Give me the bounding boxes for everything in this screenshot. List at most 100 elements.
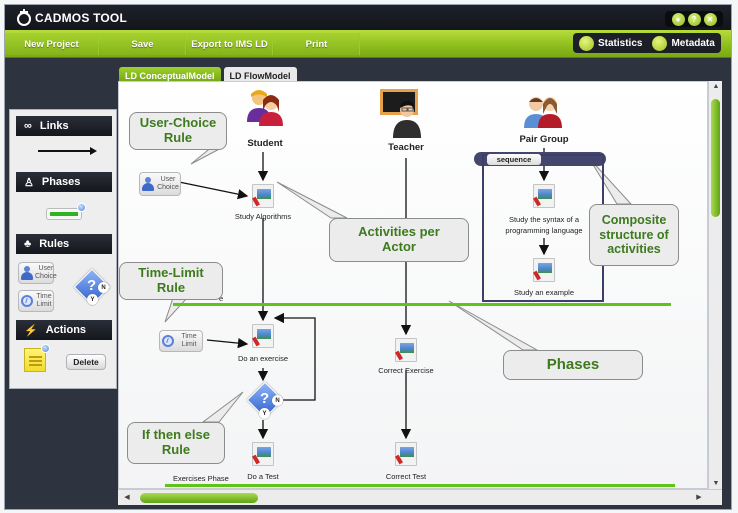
app-title: CADMOS TOOL <box>35 11 127 25</box>
time-limit-rule-tool[interactable]: Time Limit <box>18 290 54 312</box>
question-icon: ? <box>260 390 270 407</box>
phase-line-2[interactable] <box>165 484 675 487</box>
tab-ld-conceptual-model[interactable]: LD ConceptualModel <box>119 67 221 84</box>
phases-icon: ♙ <box>24 176 34 189</box>
print-button[interactable]: Print <box>274 33 360 55</box>
export-ims-ld-button[interactable]: Export to IMS LD <box>187 33 273 55</box>
activity-correct-test-label: Correct Test <box>385 472 427 481</box>
callout-tail <box>201 391 244 423</box>
rules-title: Rules <box>39 238 70 250</box>
vertical-scroll-thumb[interactable] <box>711 99 720 217</box>
statistics-icon <box>579 35 594 51</box>
no-badge: N <box>272 395 283 406</box>
callout-user-choice-rule: User-Choice Rule <box>129 112 227 150</box>
actions-section-header: ⚡ Actions <box>16 320 112 340</box>
yes-badge: Y <box>259 408 270 419</box>
callout-phases: Phases <box>503 350 643 380</box>
teacher-actor-icon[interactable] <box>379 88 425 142</box>
callout-composite-structure: Composite structure of activities <box>589 204 679 266</box>
phase-1-label: e <box>219 294 224 303</box>
user-choice-rule-tool[interactable]: User Choice <box>18 262 57 284</box>
activity-do-test-icon[interactable] <box>252 442 274 466</box>
links-section-header: ∞ Links <box>16 116 112 136</box>
link-decision-no-loop[interactable] <box>273 312 316 401</box>
no-badge: N <box>98 282 109 293</box>
clock-icon <box>162 335 174 347</box>
scroll-right-icon[interactable]: ▶ <box>696 494 702 501</box>
note-action-tool[interactable] <box>24 344 50 372</box>
scroll-left-icon[interactable]: ◀ <box>124 494 130 501</box>
activity-do-test-label: Do a Test <box>247 472 279 481</box>
settings-icon[interactable]: ● <box>671 12 685 26</box>
user-icon <box>142 177 154 191</box>
activity-study-example-label: Study an example <box>513 288 575 297</box>
delete-button[interactable]: Delete <box>66 354 106 370</box>
save-button[interactable]: Save <box>100 33 186 55</box>
user-icon <box>21 266 33 280</box>
title-bar: CADMOS TOOL ● ? ✕ <box>5 5 731 30</box>
menu-bar: New Project Save Export to IMS LD Print … <box>5 30 731 58</box>
callout-tail <box>164 297 189 323</box>
time-limit-label: Time Limit <box>36 293 52 308</box>
add-icon <box>77 203 86 212</box>
link-timelimit-exercise[interactable] <box>206 337 249 349</box>
vertical-scrollbar[interactable]: ▲ ▼ <box>708 81 722 489</box>
cadmos-logo-icon <box>17 9 31 26</box>
statistics-button[interactable]: Statistics <box>579 35 643 51</box>
activity-do-exercise-label: Do an exercise <box>237 354 289 363</box>
app-window: CADMOS TOOL ● ? ✕ New Project Save Expor… <box>4 4 732 510</box>
horizontal-scroll-thumb[interactable] <box>140 493 258 503</box>
time-limit-rule-node[interactable]: Time Limit <box>159 330 203 352</box>
callout-tail <box>448 300 539 351</box>
activity-study-syntax-icon[interactable] <box>533 184 555 208</box>
window-controls: ● ? ✕ <box>665 11 723 27</box>
if-then-else-rule-tool[interactable]: ? N Y <box>72 268 112 308</box>
activity-study-syntax-label: Study the syntax of a programming langua… <box>505 215 583 235</box>
user-choice-node-label: User Choice <box>157 176 179 191</box>
sequence-label: sequence <box>487 154 541 165</box>
activity-correct-exercise-label: Correct Exercise <box>378 366 434 375</box>
metadata-label: Metadata <box>671 37 715 49</box>
phase-line-1[interactable] <box>173 303 671 306</box>
phase-tool[interactable] <box>46 203 86 220</box>
actor-student-label: Student <box>247 138 283 149</box>
model-tabs: LD ConceptualModel LD FlowModel <box>119 67 297 85</box>
link-arrow-tool[interactable] <box>36 146 98 156</box>
right-menu: Statistics Metadata <box>573 33 721 53</box>
tab-ld-flow-model[interactable]: LD FlowModel <box>223 67 297 84</box>
close-icon[interactable]: ✕ <box>703 12 717 26</box>
user-choice-label: User Choice <box>35 265 57 280</box>
exercises-phase-label: Exercises Phase <box>173 474 229 483</box>
activity-study-example-icon[interactable] <box>533 258 555 282</box>
statistics-label: Statistics <box>598 37 643 49</box>
pair-group-actor-icon[interactable] <box>523 94 563 130</box>
new-project-button[interactable]: New Project <box>5 33 99 55</box>
horizontal-scrollbar[interactable]: ◀ ▶ <box>118 489 722 505</box>
user-choice-rule-node[interactable]: User Choice <box>139 172 181 196</box>
add-icon <box>41 344 50 353</box>
links-title: Links <box>39 120 69 132</box>
scroll-down-icon[interactable]: ▼ <box>712 480 720 487</box>
link-userchoice-study[interactable] <box>178 181 249 200</box>
time-limit-node-label: Time Limit <box>181 333 197 348</box>
actions-icon: ⚡ <box>24 324 38 337</box>
question-icon: ? <box>87 277 97 294</box>
phases-section-header: ♙ Phases <box>16 172 112 192</box>
activity-do-exercise-icon[interactable] <box>252 324 274 348</box>
metadata-icon <box>652 35 668 51</box>
diagram-canvas[interactable]: Student Teacher Pair Group sequence Stud… <box>118 81 708 489</box>
activity-correct-test-icon[interactable] <box>395 442 417 466</box>
activity-study-algorithms-icon[interactable] <box>252 184 274 208</box>
scroll-up-icon[interactable]: ▲ <box>712 83 720 90</box>
yes-badge: Y <box>87 294 98 305</box>
help-icon[interactable]: ? <box>687 12 701 26</box>
student-actor-icon[interactable] <box>245 88 285 128</box>
links-icon: ∞ <box>24 120 32 132</box>
activity-correct-exercise-icon[interactable] <box>395 338 417 362</box>
callout-time-limit-rule: Time-Limit Rule <box>119 262 223 300</box>
rules-icon: ♣ <box>24 238 32 250</box>
actor-teacher-label: Teacher <box>388 142 424 153</box>
callout-if-then-else-rule: If then else Rule <box>127 422 225 464</box>
metadata-button[interactable]: Metadata <box>652 35 715 51</box>
if-then-else-rule-node[interactable]: ? N Y <box>245 381 285 422</box>
